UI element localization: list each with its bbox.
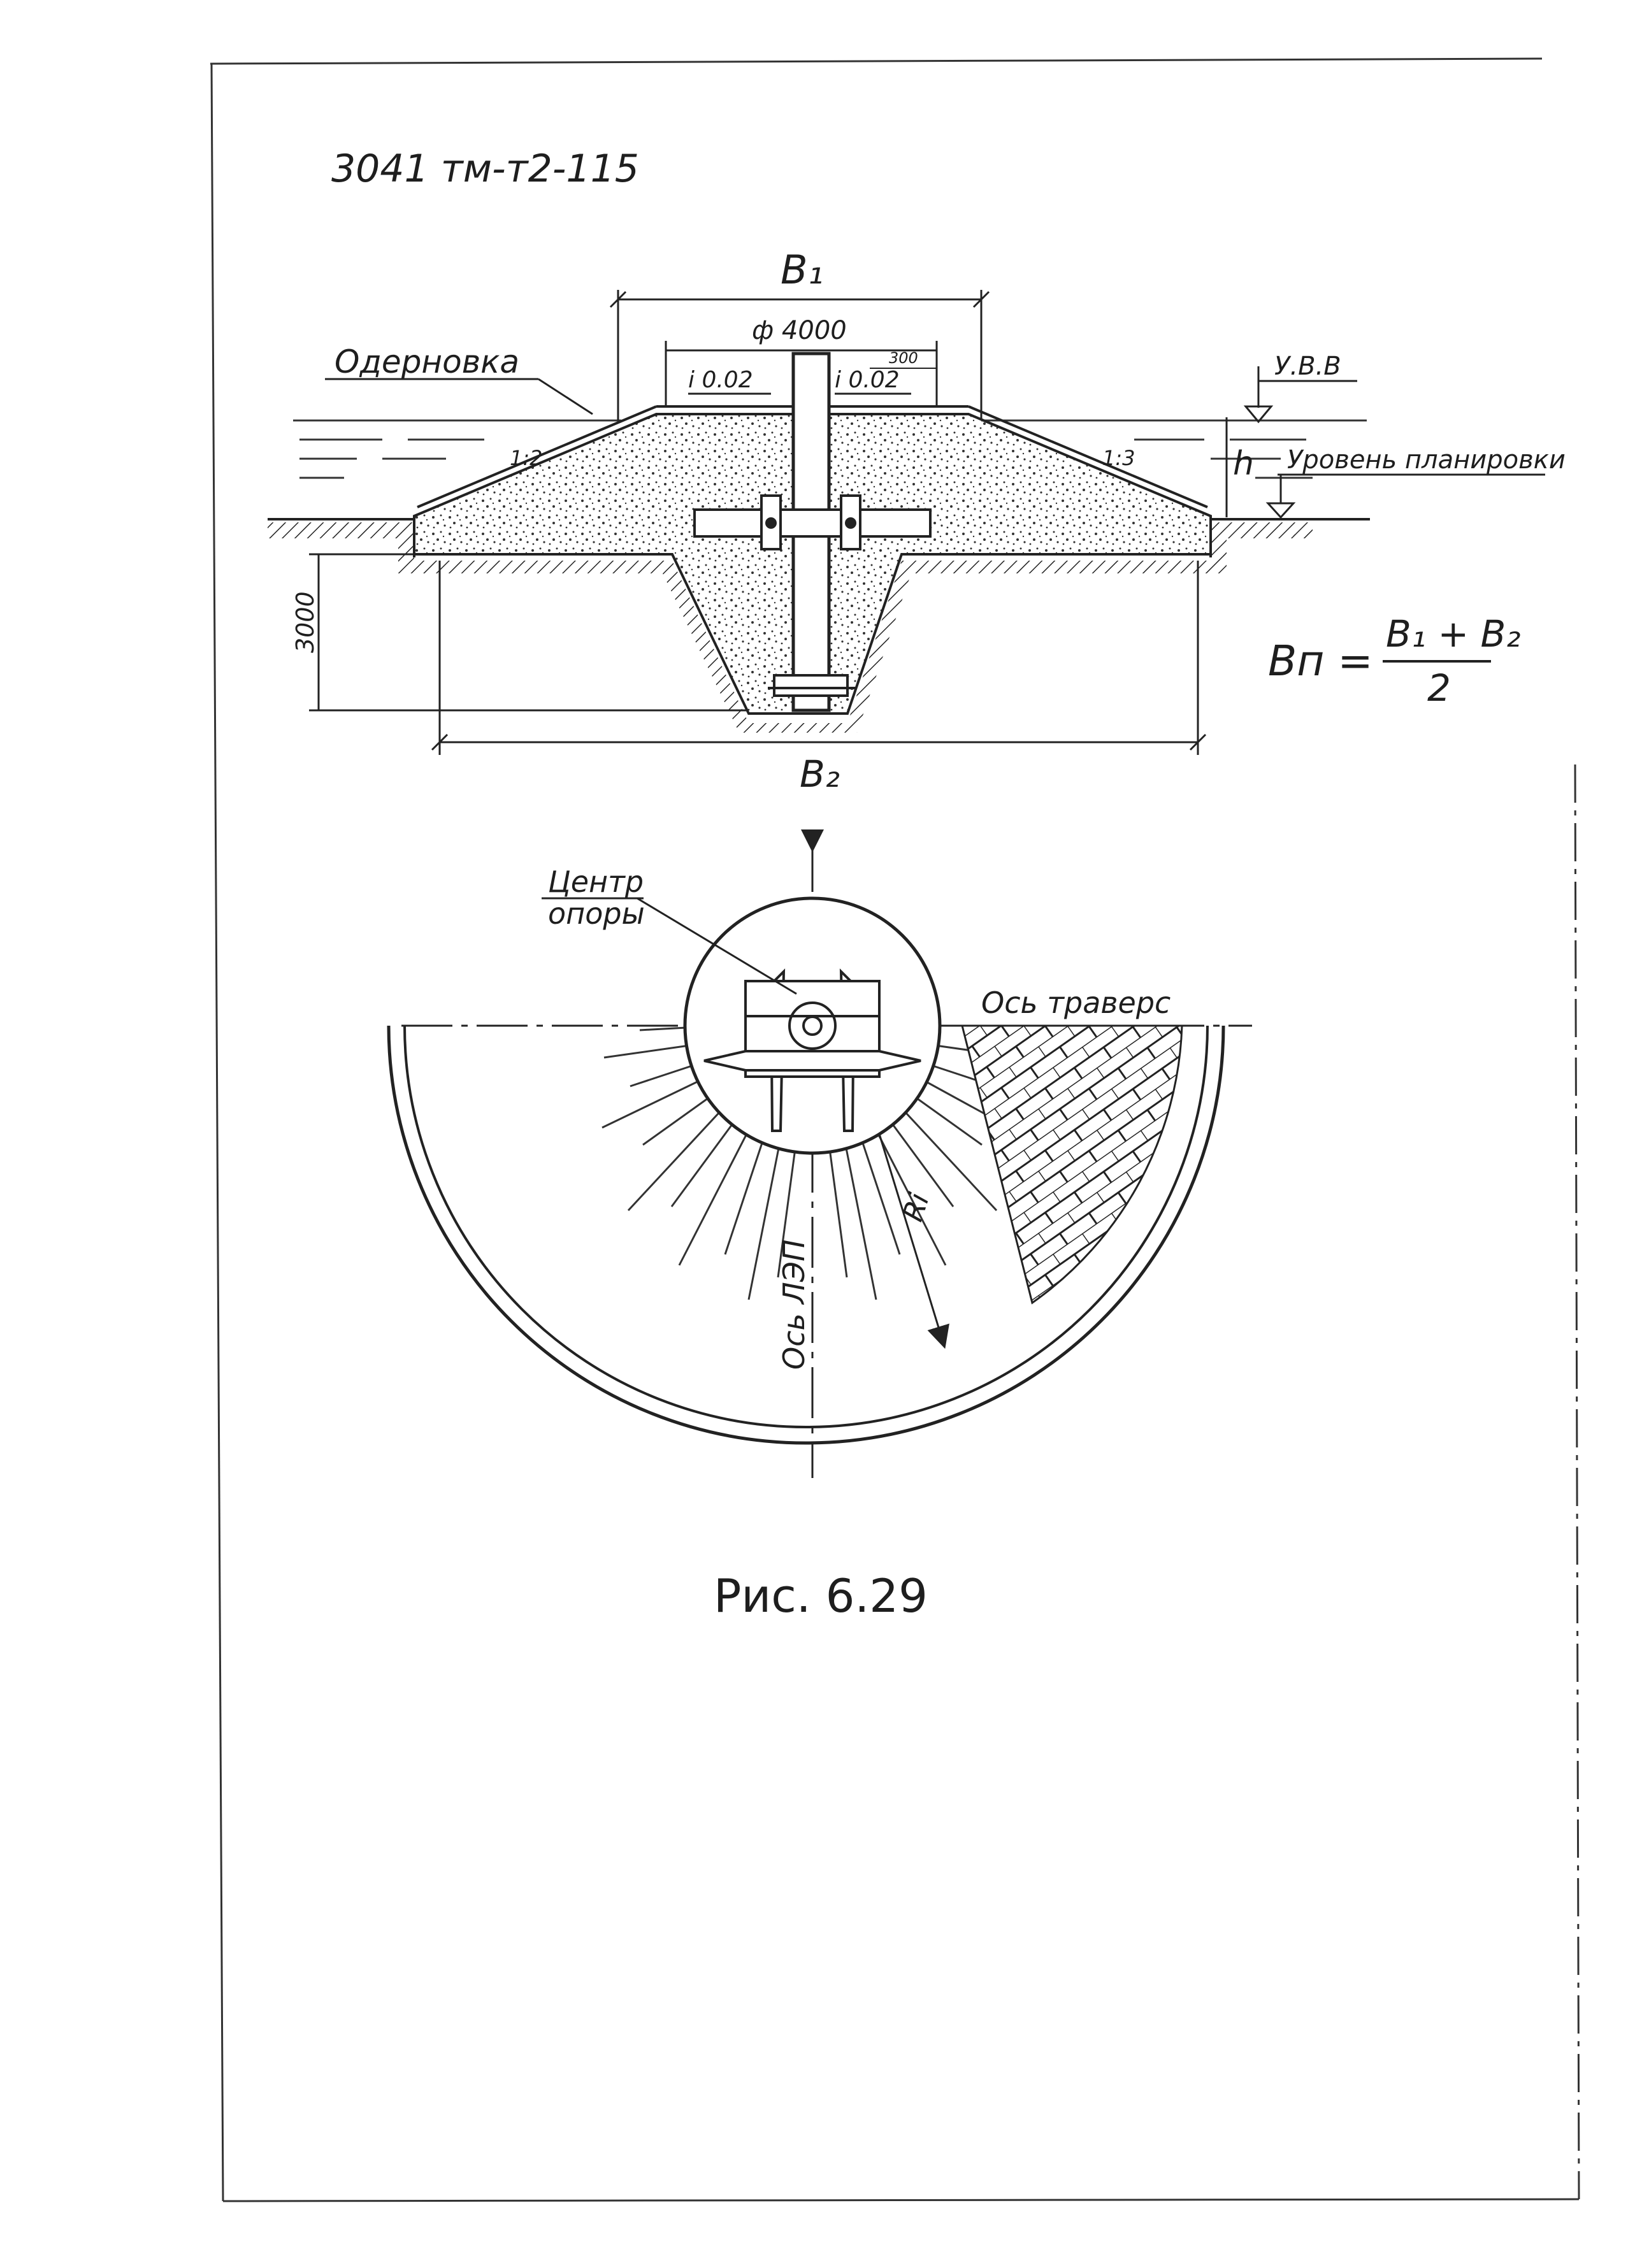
label-slope-top-left: i 0.02 [688,367,753,393]
label-dim-300: 300 [889,349,918,367]
dimension-b1 [609,290,990,420]
level-marker-planning [1265,502,1296,519]
dimension-b2 [431,561,1207,755]
support-detail [703,968,921,1132]
label-support-center-2: опоры [548,896,645,931]
water-surface [293,419,1367,479]
ground [268,518,1370,733]
label-slope-right: 1:3 [1102,446,1135,470]
label-depth: 3000 [291,591,319,653]
formula: Вп = В₁ + В₂ 2 [1268,612,1521,710]
label-b2: В₂ [800,752,840,796]
level-marker-high-water [1243,405,1274,424]
radius-line [878,1133,949,1349]
sheet-frame [210,57,1580,2202]
formula-lhs: Вп = [1268,636,1373,685]
label-turfing: Одерновка [335,343,519,380]
formula-denominator: 2 [1427,666,1451,710]
radial-lines [601,1026,1021,1300]
label-high-water: У.В.В [1274,352,1341,381]
label-slope-top-right: i 0.02 [835,367,900,393]
cross-section: В₁ ф 4000 i 0.02 i 0.02 300 Одерновка У.… [268,247,1566,796]
paving-sector [962,1026,1182,1303]
label-slope-left: 1:2 [510,446,543,470]
plan-view: Центр опоры Ось траверс Ось ЛЭП Ri [387,829,1252,1478]
label-line-axis: Ось ЛЭП [777,1239,811,1370]
label-planning-level: Уровень планировки [1287,445,1566,475]
formula-numerator: В₁ + В₂ [1386,612,1521,656]
label-crossarm-axis: Ось траверс [981,986,1171,1020]
plan-inner-arc [403,1025,1209,1428]
label-support-center-1: Центр [548,865,644,899]
plan-outer-arc [387,1025,1225,1445]
dimension-depth [309,553,749,712]
label-height: h [1233,445,1254,483]
figure-caption: Рис. 6.29 [714,1569,928,1623]
sheet-code: 3041 тм-т2-115 [331,147,639,191]
dimension-diameter [665,341,938,408]
label-diameter: ф 4000 [752,316,847,345]
anchor-crossbar-upper [693,494,932,550]
anchor-crossbar-lower [768,674,857,697]
label-b1: В₁ [781,247,823,293]
label-radius: Ri [897,1189,936,1225]
